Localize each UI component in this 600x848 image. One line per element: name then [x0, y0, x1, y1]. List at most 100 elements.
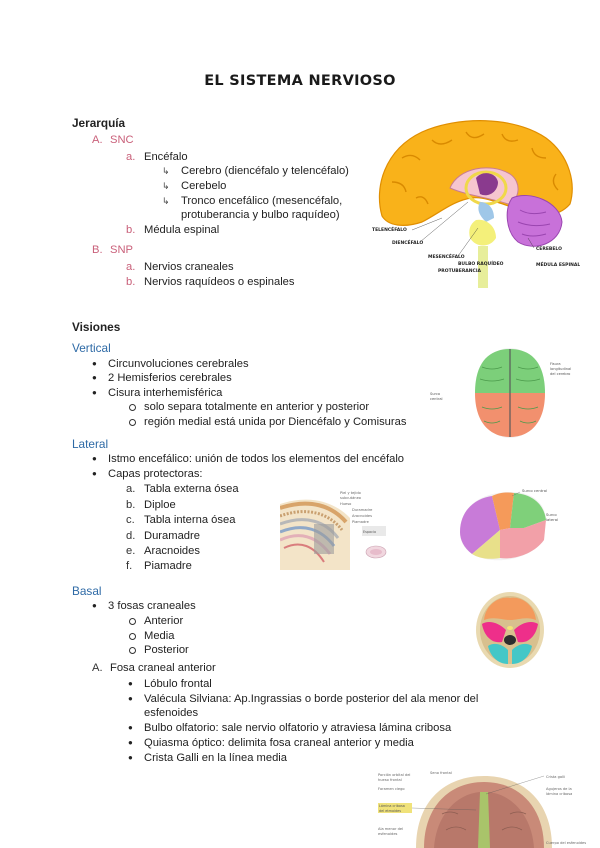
svg-text:Cuerpo del esfenoides: Cuerpo del esfenoides: [546, 841, 586, 845]
svg-text:esfenoides: esfenoides: [378, 832, 398, 836]
list-item: Lóbulo frontal: [144, 678, 212, 690]
list-item: 3 fosas craneales: [108, 600, 196, 612]
bullet-icon: ●: [92, 373, 97, 382]
bullet-icon: ●: [92, 469, 97, 478]
svg-text:lámina cribosa: lámina cribosa: [546, 792, 572, 796]
svg-text:del etmoides: del etmoides: [379, 809, 401, 813]
subheading-lateral: Lateral: [72, 437, 109, 451]
svg-text:Piel y tejido: Piel y tejido: [340, 491, 361, 495]
hollow-bullet-icon: [129, 647, 136, 654]
list-marker: A.: [92, 662, 103, 674]
figure-label: BULBO RAQUÍDEO: [458, 259, 504, 267]
svg-text:Duramadre: Duramadre: [352, 508, 373, 512]
figure-label: TELENCÉFALO: [372, 225, 407, 233]
arrow-bullet-icon: ↳: [162, 166, 170, 176]
section-heading-jerarquia: Jerarquía: [72, 116, 126, 130]
bullet-icon: ●: [128, 738, 133, 747]
list-item-medula: b.Médula espinal: [126, 223, 219, 237]
list-item-fosa: A.Fosa craneal anterior: [92, 661, 216, 675]
list-subitem: Media: [144, 630, 175, 642]
layer-item: d. Duramadre: [126, 529, 200, 543]
list-label: Diploe: [144, 499, 176, 511]
arrow-bullet-icon: ↳: [162, 181, 170, 191]
list-label: SNP: [110, 244, 134, 256]
list-item: 2 Hemisferios cerebrales: [108, 372, 232, 384]
list-marker: a.: [126, 261, 136, 273]
list-marker: f.: [126, 560, 133, 572]
layer-item: a.Tabla externa ósea: [126, 482, 239, 496]
skull-base-figure: [476, 592, 544, 668]
layer-item: c.Tabla interna ósea: [126, 513, 235, 527]
list-item-snp: B. SNP: [92, 243, 133, 257]
list-item: Quiasma óptico: delimita fosa craneal an…: [144, 737, 414, 749]
list-label: Médula espinal: [144, 224, 220, 236]
list-item-cerebelo: Cerebelo: [181, 180, 227, 192]
list-item: Circunvoluciones cerebrales: [108, 358, 249, 370]
list-label: Duramadre: [144, 530, 200, 542]
list-label: Tabla interna ósea: [144, 514, 236, 526]
svg-text:Porción orbital del: Porción orbital del: [378, 773, 410, 777]
list-subitem: solo separa totalmente en anterior y pos…: [144, 401, 370, 413]
svg-text:Surco central: Surco central: [522, 488, 547, 493]
list-marker: d.: [126, 530, 136, 542]
layer-item: b. Diploe: [126, 498, 176, 512]
svg-text:Surco: Surco: [430, 392, 440, 396]
layer-item: f.Piamadre: [126, 559, 192, 573]
list-item-cerebro: Cerebro (diencéfalo y telencéfalo): [181, 165, 349, 177]
svg-text:del cerebro: del cerebro: [550, 372, 570, 376]
meninges-layers-figure: Piel y tejido subcutáneo Hueso Duramadre…: [280, 491, 387, 570]
hollow-bullet-icon: [129, 404, 136, 411]
svg-text:hueso frontal: hueso frontal: [378, 778, 402, 782]
svg-text:lateral: lateral: [546, 517, 558, 522]
svg-text:Agujeros de la: Agujeros de la: [546, 787, 572, 791]
list-marker: b.: [126, 499, 136, 511]
bullet-icon: ●: [128, 679, 133, 688]
bullet-icon: ●: [128, 723, 133, 732]
bullet-icon: ●: [128, 694, 133, 703]
list-label: Nervios raquídeos o espinales: [144, 276, 295, 288]
list-item-encefalo: a.Encéfalo: [126, 150, 188, 164]
list-item-tronco-cont: protuberancia y bulbo raquídeo): [181, 209, 340, 221]
page-title: EL SISTEMA NERVIOSO: [204, 73, 396, 89]
list-item-snc: A. SNC: [92, 133, 134, 147]
list-label: Nervios craneales: [144, 261, 234, 273]
svg-text:Ala menor del: Ala menor del: [378, 827, 403, 831]
list-item: Crista Galli en la línea media: [144, 752, 288, 764]
svg-text:Crista galli: Crista galli: [546, 775, 565, 779]
figure-label: CEREBELO: [536, 246, 562, 252]
svg-text:central: central: [430, 397, 443, 401]
list-marker: a.: [126, 151, 136, 163]
svg-text:Piamadre: Piamadre: [352, 520, 370, 524]
bullet-icon: ●: [92, 601, 97, 610]
hollow-bullet-icon: [129, 633, 136, 640]
svg-text:Seno frontal: Seno frontal: [430, 771, 452, 775]
svg-text:Fisura: Fisura: [550, 362, 561, 366]
bullet-icon: ●: [92, 388, 97, 397]
list-subitem: región medial está unida por Diencéfalo …: [144, 416, 407, 428]
list-item-nervios-craneales: a. Nervios craneales: [126, 260, 234, 274]
list-item: Cisura interhemisférica: [108, 387, 223, 399]
list-item-nervios-raquideos: b. Nervios raquídeos o espinales: [126, 275, 295, 289]
list-item-tronco: Tronco encefálico (mesencéfalo,: [181, 195, 343, 207]
svg-text:longitudinal: longitudinal: [550, 367, 571, 371]
list-marker: A.: [92, 134, 103, 146]
list-label: SNC: [110, 134, 134, 146]
hollow-bullet-icon: [129, 618, 136, 625]
arrow-bullet-icon: ↳: [162, 196, 170, 206]
anterior-fossa-figure: Porción orbital del hueso frontal Forame…: [378, 771, 586, 848]
hollow-bullet-icon: [129, 419, 136, 426]
brain-top-view-figure: Fisura longitudinal del cerebro Surco ce…: [430, 348, 571, 438]
list-marker: b.: [126, 276, 136, 288]
brain-sagittal-figure: TELENCÉFALO DIENCÉFALO MESENCÉFALO BULBO…: [372, 120, 580, 288]
svg-text:Surco: Surco: [546, 512, 557, 517]
list-item: Bulbo olfatorio: sale nervio olfatorio y…: [144, 722, 452, 734]
list-item: Capas protectoras:: [108, 468, 203, 480]
subheading-vertical: Vertical: [72, 341, 111, 355]
svg-text:Foramen ciego: Foramen ciego: [378, 787, 405, 791]
svg-text:Aracnoides: Aracnoides: [352, 514, 372, 518]
list-label: Aracnoides: [144, 545, 200, 557]
list-item: Istmo encefálico: unión de todos los ele…: [108, 453, 405, 465]
list-subitem: Anterior: [144, 615, 184, 627]
list-marker: B.: [92, 244, 103, 256]
